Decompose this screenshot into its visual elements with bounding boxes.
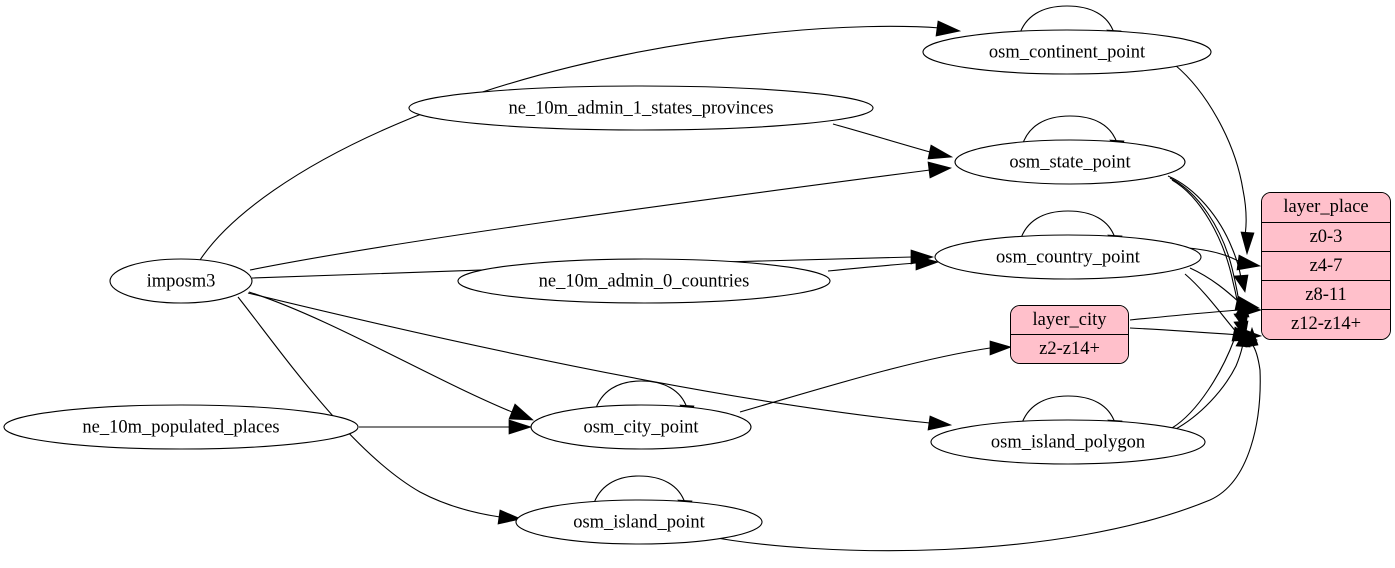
node-label-osm_state_point: osm_state_point bbox=[1009, 152, 1131, 172]
layer_place-row-z8-11[interactable]: z8-11 bbox=[1262, 281, 1390, 310]
edge-imposm3-to-osm_island_point bbox=[237, 296, 523, 525]
layer_place-row-z0-3[interactable]: z0-3 bbox=[1262, 223, 1390, 252]
edge-osm_country_point-to-layer_place-z4-7 bbox=[1187, 247, 1262, 271]
node-osm_continent_point[interactable]: osm_continent_point bbox=[922, 29, 1212, 75]
layer_city-header: layer_city bbox=[1011, 306, 1128, 335]
node-label-osm_continent_point: osm_continent_point bbox=[989, 42, 1146, 62]
node-label-ne_10m_admin_0_countries: ne_10m_admin_0_countries bbox=[539, 271, 750, 291]
node-osm_state_point[interactable]: osm_state_point bbox=[954, 139, 1186, 185]
edge-imposm3-to-osm_continent_point bbox=[199, 20, 962, 261]
node-label-osm_island_polygon: osm_island_polygon bbox=[991, 432, 1145, 452]
edge-imposm3-to-osm_island_polygon bbox=[247, 292, 953, 431]
node-label-ne_10m_admin_1_states_provinces: ne_10m_admin_1_states_provinces bbox=[508, 98, 773, 118]
edge-osm_island_point-to-layer_place-z12-z14plus bbox=[705, 326, 1261, 552]
node-imposm3[interactable]: imposm3 bbox=[109, 258, 253, 304]
layer_city-row-z2-z14plus[interactable]: z2-z14+ bbox=[1011, 335, 1128, 363]
edge-osm_continent_point-to-layer_place-z0-3 bbox=[1174, 64, 1255, 256]
node-osm_island_polygon[interactable]: osm_island_polygon bbox=[930, 419, 1206, 465]
node-label-osm_country_point: osm_country_point bbox=[996, 247, 1141, 267]
node-ne_10m_populated_places[interactable]: ne_10m_populated_places bbox=[3, 404, 359, 450]
edge-ne_10m_admin_0_countries-to-osm_country_point bbox=[827, 255, 940, 272]
edge-osm_city_point-to-layer_city-z2-z14plus bbox=[739, 340, 1013, 413]
edge-osm_state_point-to-layer_place-z4-7 bbox=[1167, 175, 1249, 293]
node-ne_10m_admin_0_countries[interactable]: ne_10m_admin_0_countries bbox=[457, 258, 831, 304]
edge-ne_10m_admin_1_states_provinces-to-osm_state_point bbox=[832, 123, 954, 160]
node-label-imposm3: imposm3 bbox=[147, 271, 216, 291]
node-ne_10m_admin_1_states_provinces[interactable]: ne_10m_admin_1_states_provinces bbox=[408, 85, 874, 131]
node-layer: imposm3 ne_10m_populated_places ne_10m_a… bbox=[3, 29, 1212, 545]
node-osm_country_point[interactable]: osm_country_point bbox=[934, 234, 1202, 280]
layer_place-header: layer_place bbox=[1262, 193, 1390, 223]
node-label-ne_10m_populated_places: ne_10m_populated_places bbox=[82, 417, 279, 437]
edge-osm_island_polygon-to-layer_place-z12-z14plus bbox=[1173, 329, 1251, 431]
node-label-osm_city_point: osm_city_point bbox=[583, 417, 699, 437]
node-label-osm_island_point: osm_island_point bbox=[573, 512, 705, 532]
edge-ne_10m_populated_places-to-osm_city_point bbox=[359, 419, 533, 435]
node-layer_place[interactable]: layer_place z0-3 z4-7 z8-11 z12-z14+ bbox=[1261, 192, 1391, 340]
layer_place-row-z4-7[interactable]: z4-7 bbox=[1262, 252, 1390, 281]
layer_place-row-z12-z14plus[interactable]: z12-z14+ bbox=[1262, 310, 1390, 339]
node-osm_island_point[interactable]: osm_island_point bbox=[515, 499, 763, 545]
edge-imposm3-to-osm_state_point bbox=[249, 161, 953, 271]
edge-imposm3-to-osm_city_point bbox=[248, 291, 534, 421]
node-layer_city[interactable]: layer_city z2-z14+ bbox=[1010, 305, 1129, 364]
node-osm_city_point[interactable]: osm_city_point bbox=[530, 404, 752, 450]
edge-osm_island_polygon-to-layer_place-z8-11 bbox=[1171, 299, 1250, 429]
